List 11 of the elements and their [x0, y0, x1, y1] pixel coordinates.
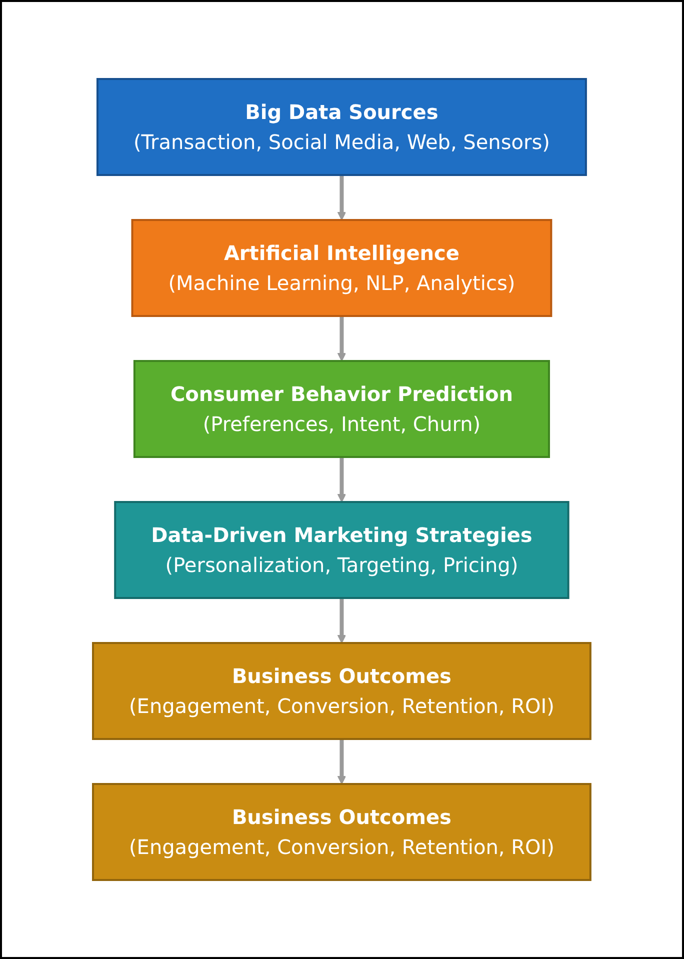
arrow: [338, 316, 346, 362]
node-box: Consumer Behavior Prediction (Preferences, Intent, Churn): [134, 360, 550, 458]
node-box: Business Outcomes (Engagement, Conversion, Retention, ROI): [92, 783, 592, 881]
arrow: [338, 598, 346, 644]
arrow: [338, 457, 346, 502]
node-box: Data-Driven Marketing Strategies (Personalization, Targeting, Pricing): [114, 501, 570, 599]
node-box: Big Data Sources (Transaction, Social Media, Web, Sensors): [96, 78, 588, 176]
arrow: [338, 739, 346, 784]
arrow: [338, 175, 346, 220]
node-box: Artificial Intelligence (Machine Learning, NLP, Analytics): [132, 219, 552, 317]
node-box: Business Outcomes (Engagement, Conversion, Retention, ROI): [92, 642, 592, 740]
